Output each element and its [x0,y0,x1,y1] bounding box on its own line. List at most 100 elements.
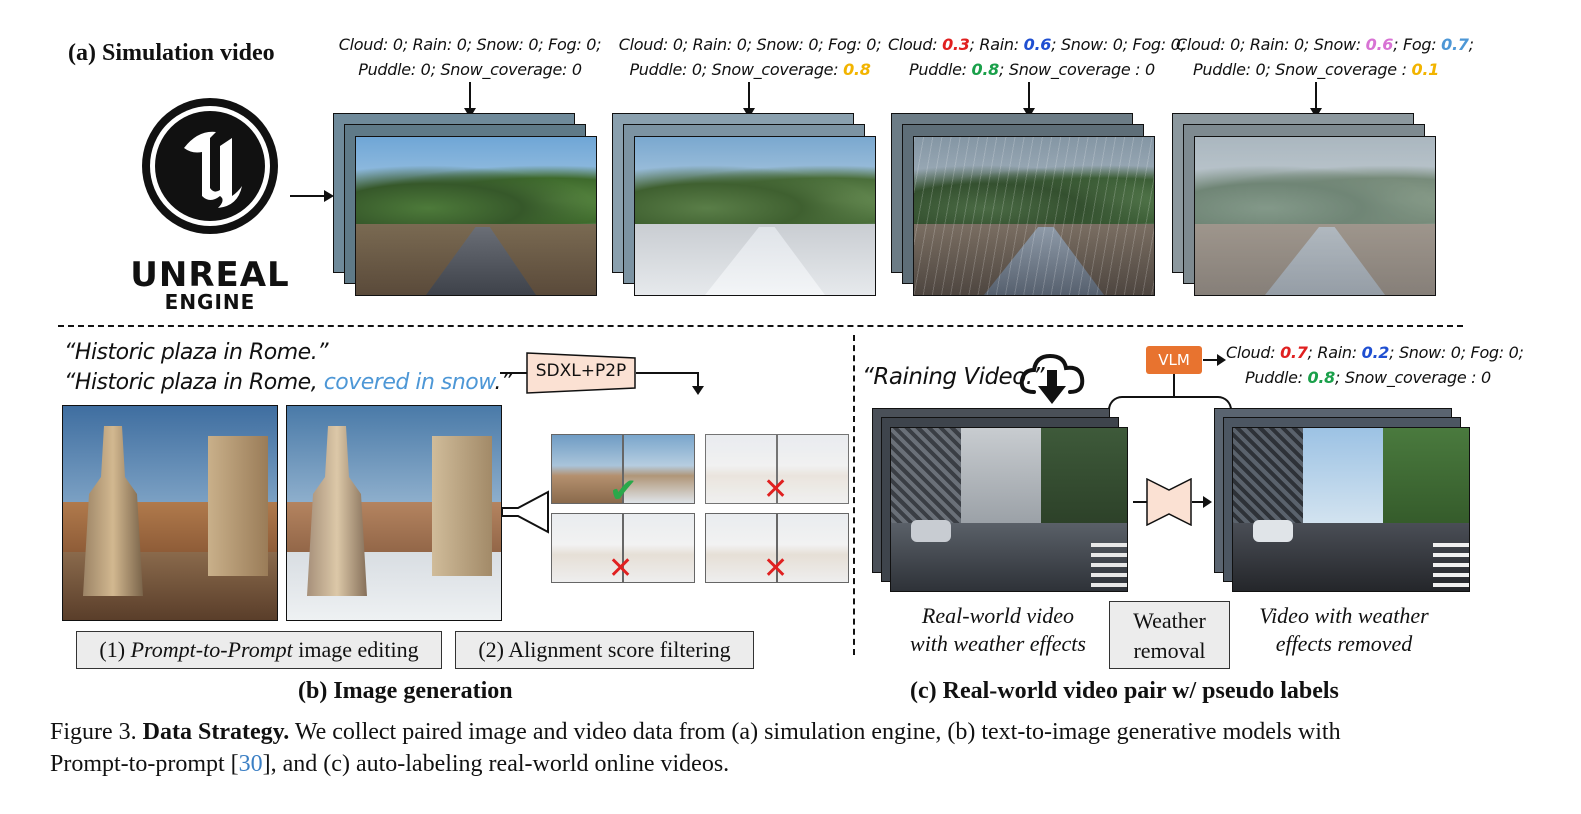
condition-text: Puddle: 0; Snow_coverage: 0 [358,60,582,79]
condition-text: ; Rain: [969,35,1024,54]
condition-text: Cloud: [888,35,943,54]
condition-text: ; [1468,35,1474,54]
check-mark-icon: ✔ [609,471,638,511]
candidate-pair-selected-a [551,434,623,504]
prompt-connector [500,372,528,374]
x-mark-icon: ✕ [608,551,634,586]
sim-condition-4: Cloud: 0; Rain: 0; Snow: 0.6; Fog: 0.7; … [1176,32,1474,82]
rainy-video-caption: Real-world video with weather effects [888,602,1108,658]
condition-value: 0.6 [1365,35,1394,54]
candidate-pair-selected-b [623,434,695,504]
condition-value: 0.7 [1280,343,1308,362]
caption-text-2b: ], and (c) auto-labeling real-world onli… [262,751,730,777]
condition-text: Cloud: [1226,343,1281,362]
candidate-pair-rejected-e [705,513,777,583]
rainy-city-frame [890,427,1128,592]
condition-line: Puddle: 0; Snow_coverage : 0.1 [1176,57,1456,82]
prompt-edited-prefix: “Historic plaza in Rome, [64,370,324,395]
condition-text: Puddle: [1245,368,1308,387]
rome-plaza-snow-image [286,405,502,621]
condition-line: Cloud: 0.3; Rain: 0.6; Snow: 0; Fog: 0; [888,32,1186,57]
down-arrow-icon [464,82,476,118]
candidate-pair-rejected-f [777,513,849,583]
condition-text: Puddle: 0; Snow_coverage : [1193,60,1412,79]
x-mark-icon: ✕ [763,551,789,586]
sim-frame [1194,136,1436,296]
x-mark-icon: ✕ [763,472,789,507]
removal-out-arrow [1192,501,1204,503]
caption-text-2a: Prompt-to-prompt [ [50,751,239,777]
condition-line: Puddle: 0; Snow_coverage: 0 [330,57,610,82]
condition-line: Cloud: 0; Rain: 0; Snow: 0; Fog: 0; [610,32,890,57]
clean-caption-line-1: Video with weather [1259,603,1429,628]
candidate-pair-rejected-c [551,513,623,583]
filter-funnel-icon [500,490,550,534]
down-arrow-icon [743,82,755,118]
rainy-caption-line-2: with weather effects [910,631,1086,656]
condition-text: ; Fog: [1393,35,1442,54]
model-connector-down [697,372,699,386]
section-divider-horizontal [58,325,1463,327]
vlm-box: VLM [1146,346,1202,374]
condition-value: 0.1 [1411,60,1440,79]
logo-word-engine: ENGINE [164,290,256,314]
condition-text: ; Snow: 0; Fog: 0; [1389,343,1524,362]
prompt-original: “Historic plaza in Rome.” [64,340,329,365]
condition-text: Cloud: 0; Rain: 0; Snow: [1176,35,1366,54]
cloud-download-icon [1018,350,1088,408]
condition-text: ; Rain: [1307,343,1362,362]
caption-text-1: We collect paired image and video data f… [289,719,1341,745]
clean-caption-line-2: effects removed [1275,631,1413,656]
sim-condition-3: Cloud: 0.3; Rain: 0.6; Snow: 0; Fog: 0; … [888,32,1186,82]
vlm-arrow-head [1217,354,1226,366]
pair-bracket [1108,396,1232,418]
condition-text: Puddle: 0; Snow_coverage: [629,60,844,79]
condition-line: Cloud: 0; Rain: 0; Snow: 0; Fog: 0; [330,32,610,57]
condition-text: Cloud: 0; Rain: 0; Snow: 0; Fog: 0; [618,35,882,54]
down-arrow-icon [1310,82,1322,118]
candidate-pair-rejected-a [705,434,777,504]
logo-word-unreal: UNREAL [130,255,290,295]
sim-frame [913,136,1155,296]
condition-value: 0.7 [1441,35,1469,54]
section-c-title: (c) Real-world video pair w/ pseudo labe… [910,678,1339,704]
prompt-edited-highlight: covered in snow [323,370,495,395]
raining-video-prompt: “Raining Video.” [862,364,1045,390]
section-divider-vertical [853,335,855,655]
condition-text: Cloud: 0; Rain: 0; Snow: 0; Fog: 0; [338,35,602,54]
condition-line: Puddle: 0; Snow_coverage: 0.8 [610,57,890,82]
pseudo-labels: Cloud: 0.7; Rain: 0.2; Snow: 0; Fog: 0; … [1226,340,1524,390]
removal-arrow-head [1203,496,1212,508]
rome-plaza-image [62,405,278,621]
candidate-pair-rejected-b [777,434,849,504]
step-2-box: (2) Alignment score filtering [455,631,754,669]
condition-value: 0.8 [843,60,871,79]
model-arrow-head [692,386,704,395]
sim-condition-2: Cloud: 0; Rain: 0; Snow: 0; Fog: 0; Pudd… [610,32,890,82]
step-1-prefix: (1) [99,637,131,662]
section-b-title: (b) Image generation [298,678,513,704]
prompt-edited-suffix: .” [494,370,512,395]
weather-removal-line-1: Weather [1133,608,1206,633]
unreal-logo-icon [140,96,280,236]
model-connector [636,372,698,374]
removal-in-arrow [1133,501,1147,503]
rainy-caption-line-1: Real-world video [921,603,1075,628]
condition-line: Puddle: 0.8; Snow_coverage : 0 [1226,365,1510,390]
condition-text: ; Snow: 0; Fog: 0; [1051,35,1186,54]
step-1-suffix: image editing [292,637,419,662]
step-1-italic: Prompt-to-Prompt [130,637,293,662]
logo-arrow-head [324,190,334,202]
clean-video-caption: Video with weather effects removed [1234,602,1454,658]
condition-value: 0.2 [1361,343,1390,362]
sdxl-p2p-box: SDXL+P2P [526,352,636,394]
step-1-box: (1) Prompt-to-Prompt image editing [76,631,442,669]
condition-line: Cloud: 0.7; Rain: 0.2; Snow: 0; Fog: 0; [1226,340,1524,365]
vlm-stem [1173,374,1175,396]
sim-frame [355,136,597,296]
clean-city-frame [1232,427,1470,592]
caption-reference-link[interactable]: 30 [238,751,263,777]
weather-removal-box: Weather removal [1109,601,1230,669]
condition-text: ; Snow_coverage : 0 [1334,368,1491,387]
condition-text: ; Snow_coverage : 0 [998,60,1155,79]
